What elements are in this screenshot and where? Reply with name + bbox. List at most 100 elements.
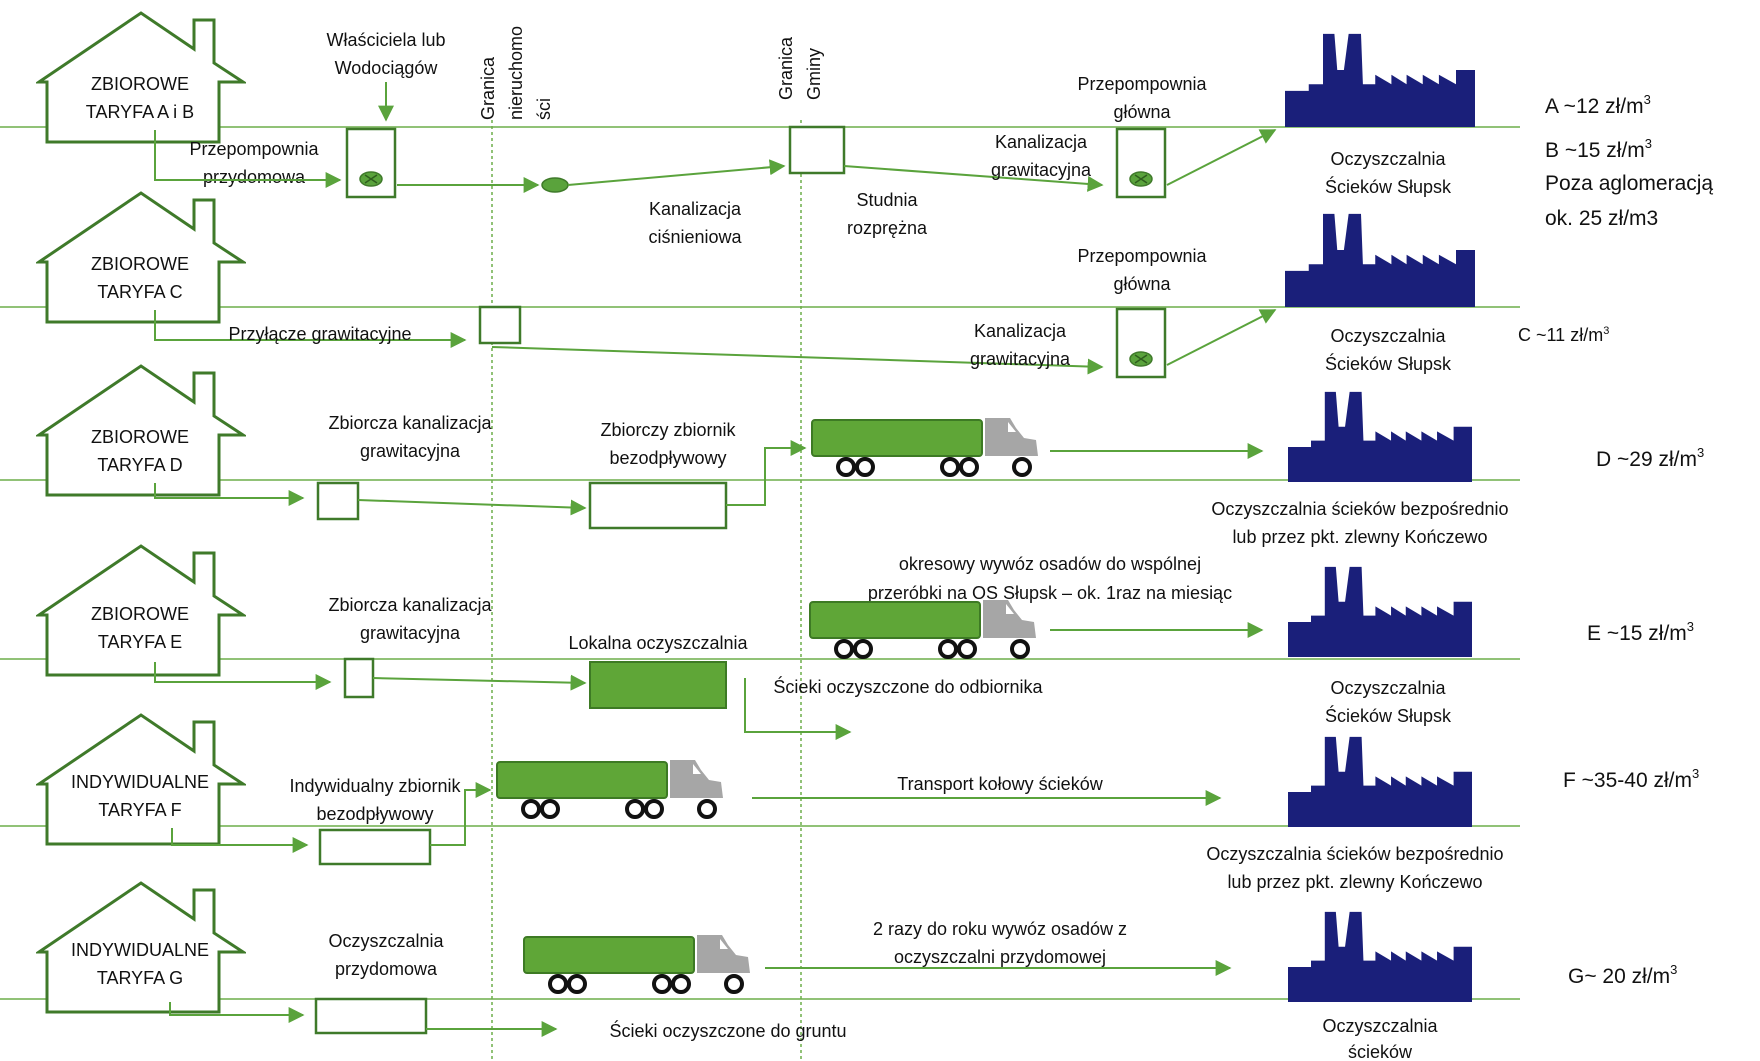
svg-text:Oczyszczalnia: Oczyszczalnia xyxy=(1330,678,1446,698)
svg-text:TARYFA G: TARYFA G xyxy=(97,968,183,988)
ground-lines xyxy=(0,126,1520,1000)
outflow-label: Ścieki oczyszczone do gruntu xyxy=(609,1020,846,1041)
price-outside-line1: Poza aglomeracją xyxy=(1545,172,1713,195)
svg-text:Oczyszczalnia ścieków bezpośre: Oczyszczalnia ścieków bezpośrednio xyxy=(1211,499,1508,519)
svg-text:Oczyszczalnia ścieków bezpośre: Oczyszczalnia ścieków bezpośrednio xyxy=(1206,844,1503,864)
svg-text:INDYWIDUALNE: INDYWIDUALNE xyxy=(71,940,209,960)
svg-text:Kanalizacja: Kanalizacja xyxy=(974,321,1067,341)
row-d: ZBIOROWE TARYFA D Zbiorcza kanalizacja g… xyxy=(37,364,1704,547)
svg-text:Oczyszczalnia: Oczyszczalnia xyxy=(1322,1016,1438,1036)
svg-text:Oczyszczalnia: Oczyszczalnia xyxy=(328,931,444,951)
svg-text:przeróbki na OS Słupsk – ok. 1: przeróbki na OS Słupsk – ok. 1raz na mie… xyxy=(868,583,1232,603)
svg-text:TARYFA C: TARYFA C xyxy=(97,282,182,302)
svg-text:Indywidualny zbiornik: Indywidualny zbiornik xyxy=(289,776,461,796)
truck-icon xyxy=(808,600,1038,659)
svg-text:grawitacyjna: grawitacyjna xyxy=(360,441,461,461)
truck-icon xyxy=(522,935,752,994)
connection-label: Przyłącze grawitacyjne xyxy=(228,324,411,344)
row-f: INDYWIDUALNE TARYFA F Indywidualny zbior… xyxy=(37,713,1699,892)
price-a: A ~12 zł/m3 xyxy=(1545,92,1651,118)
svg-text:Zbiorcza kanalizacja: Zbiorcza kanalizacja xyxy=(328,413,492,433)
pump-station-icon xyxy=(1115,127,1167,199)
inspection-well-icon xyxy=(478,305,522,345)
factory-icon xyxy=(1288,736,1472,827)
relief-well-icon xyxy=(788,125,846,175)
row-g: INDYWIDUALNE TARYFA G Oczyszczalnia przy… xyxy=(37,881,1677,1061)
municipality-boundary-label: Granica Gminy xyxy=(776,36,824,100)
svg-text:Zbiorcza kanalizacja: Zbiorcza kanalizacja xyxy=(328,595,492,615)
main-pump-label-line2: główna xyxy=(1113,102,1171,122)
main-pump-label-line1: Przepompownia xyxy=(1077,74,1207,94)
svg-text:lub przez pkt. zlewny Kończewo: lub przez pkt. zlewny Kończewo xyxy=(1227,872,1482,892)
svg-text:Oczyszczalnia: Oczyszczalnia xyxy=(1330,326,1446,346)
price-c: C ~11 zł/m3 xyxy=(1518,325,1609,345)
price-g: G~ 20 zł/m3 xyxy=(1568,962,1677,988)
local-plant-icon xyxy=(589,661,727,709)
svg-text:bezodpływowy: bezodpływowy xyxy=(609,448,726,468)
owner-label-line2: Wodociągów xyxy=(335,58,439,78)
row-e: ZBIOROWE TARYFA E Zbiorcza kanalizacja g… xyxy=(37,544,1694,740)
svg-text:Ścieków Słupsk: Ścieków Słupsk xyxy=(1325,705,1452,726)
property-boundary-label: Granica nieruchomo ści xyxy=(478,26,554,120)
svg-text:grawitacyjna: grawitacyjna xyxy=(970,349,1071,369)
pump-station-icon xyxy=(1115,307,1167,379)
svg-text:oczyszczalni przydomowej: oczyszczalni przydomowej xyxy=(894,947,1106,967)
svg-text:ścieków: ścieków xyxy=(1348,1042,1413,1061)
svg-text:Gminy: Gminy xyxy=(804,48,824,100)
plant-label-line1: Oczyszczalnia xyxy=(1330,149,1446,169)
svg-text:Zbiorczy zbiornik: Zbiorczy zbiornik xyxy=(600,420,736,440)
relief-well-label-line2: rozprężna xyxy=(847,218,928,238)
svg-text:nieruchomo: nieruchomo xyxy=(506,26,526,120)
svg-text:bezodpływowy: bezodpływowy xyxy=(316,804,433,824)
svg-text:Ścieków Słupsk: Ścieków Słupsk xyxy=(1325,353,1452,374)
relief-well-label-line1: Studnia xyxy=(856,190,918,210)
svg-text:2 razy do roku wywóz osadów z: 2 razy do roku wywóz osadów z xyxy=(873,919,1127,939)
svg-text:ZBIOROWE: ZBIOROWE xyxy=(91,254,189,274)
svg-text:przydomowa: przydomowa xyxy=(335,959,438,979)
price-e: E ~15 zł/m3 xyxy=(1587,619,1694,645)
svg-text:ści: ści xyxy=(534,98,554,120)
truck-icon xyxy=(810,418,1040,477)
house-label-line1: ZBIOROWE xyxy=(91,74,189,94)
home-plant-icon xyxy=(314,997,428,1035)
pressure-sewer-line1: Kanalizacja xyxy=(649,199,742,219)
holding-tank-icon xyxy=(318,828,432,866)
local-plant-label: Lokalna oczyszczalnia xyxy=(568,633,748,653)
home-pump-label-line2: przydomowa xyxy=(203,167,306,187)
owner-label-line1: Właściciela lub xyxy=(326,30,445,50)
home-pump-label-line1: Przepompownia xyxy=(189,139,319,159)
svg-text:grawitacyjna: grawitacyjna xyxy=(360,623,461,643)
valve-icon xyxy=(541,177,569,193)
svg-text:INDYWIDUALNE: INDYWIDUALNE xyxy=(71,772,209,792)
outflow-label: Ścieki oczyszczone do odbiornika xyxy=(773,676,1043,697)
row-c: ZBIOROWE TARYFA C Przyłącze grawitacyjne… xyxy=(37,191,1609,379)
inspection-well-icon xyxy=(343,657,375,699)
svg-text:lub przez pkt. zlewny Kończewo: lub przez pkt. zlewny Kończewo xyxy=(1232,527,1487,547)
house-label-line2: TARYFA A i B xyxy=(86,102,194,122)
price-d: D ~29 zł/m3 xyxy=(1596,445,1704,471)
gravity-sewer-line2: grawitacyjna xyxy=(991,160,1092,180)
factory-icon xyxy=(1288,391,1472,482)
gravity-sewer-line1: Kanalizacja xyxy=(995,132,1088,152)
plant-label-line2: Ścieków Słupsk xyxy=(1325,176,1452,197)
transport-label: Transport kołowy ścieków xyxy=(897,774,1103,794)
pressure-sewer-line2: ciśnieniowa xyxy=(648,227,742,247)
price-outside-line2: ok. 25 zł/m3 xyxy=(1545,207,1658,230)
boundary-lines xyxy=(491,120,802,1061)
svg-text:Granica: Granica xyxy=(478,56,498,120)
pump-station-icon xyxy=(345,127,397,199)
factory-icon xyxy=(1285,33,1475,127)
inspection-well-icon xyxy=(316,481,360,521)
price-b: B ~15 zł/m3 xyxy=(1545,136,1652,162)
factory-icon xyxy=(1285,213,1475,307)
truck-icon xyxy=(495,760,725,819)
svg-text:okresowy wywóz osadów do wspól: okresowy wywóz osadów do wspólnej xyxy=(899,554,1201,574)
svg-text:TARYFA D: TARYFA D xyxy=(97,455,182,475)
svg-text:TARYFA F: TARYFA F xyxy=(98,800,181,820)
price-f: F ~35-40 zł/m3 xyxy=(1563,766,1699,792)
factory-icon xyxy=(1288,566,1472,657)
svg-text:Granica: Granica xyxy=(776,36,796,100)
svg-text:główna: główna xyxy=(1113,274,1171,294)
